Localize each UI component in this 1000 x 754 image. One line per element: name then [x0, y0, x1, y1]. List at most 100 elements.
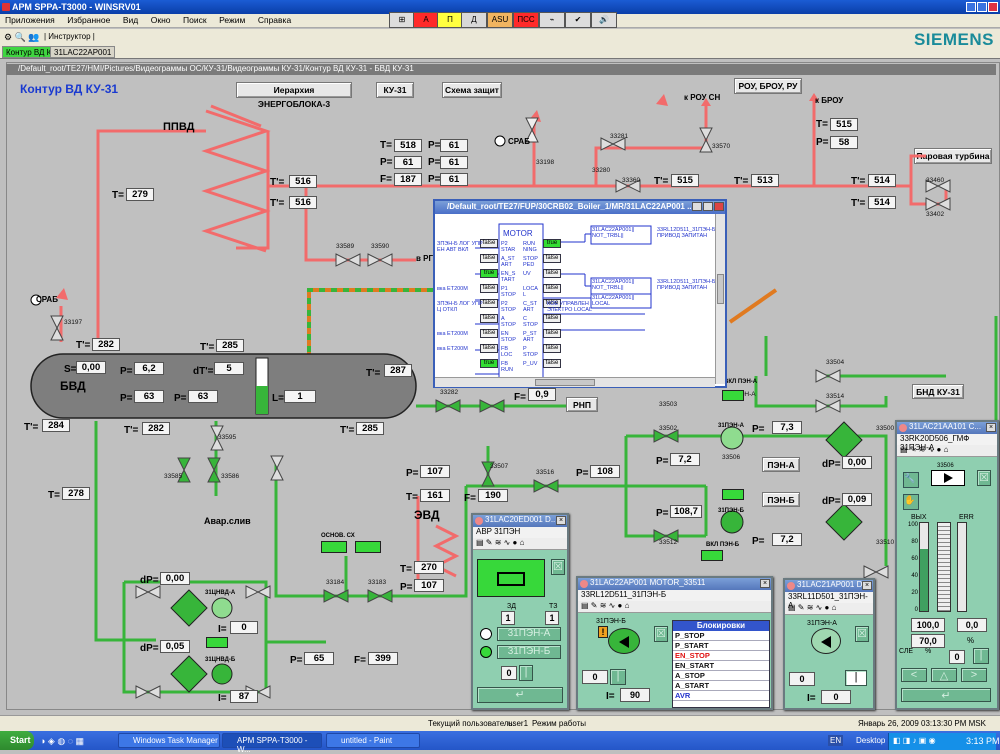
valve-enter-button[interactable]: ↵: [901, 688, 991, 702]
ku31-button[interactable]: КУ-31: [376, 82, 414, 98]
task-paint[interactable]: untitled - Paint: [326, 733, 420, 748]
avr-counter-button[interactable]: |: [519, 665, 533, 681]
tsnvd-b-status-button[interactable]: [206, 637, 228, 648]
language-indicator[interactable]: EN: [828, 735, 844, 746]
motor-stop-value[interactable]: 0: [582, 670, 608, 684]
cfc-window[interactable]: /Default_root/TE27/FUP/30CRB02_Boiler_1/…: [433, 199, 727, 388]
vkl-pen-b-button[interactable]: [701, 550, 723, 561]
link-icon[interactable]: ⌁: [539, 12, 565, 28]
cfc-value-right-5[interactable]: false: [543, 314, 561, 323]
motor2-close-icon[interactable]: ×: [862, 581, 872, 590]
cfc-vscrollbar[interactable]: [715, 214, 725, 384]
tab-31lac22ap001[interactable]: 31LAC22AP001: [50, 46, 116, 58]
cfc-value-left-0[interactable]: false: [480, 239, 498, 248]
motor-close-icon[interactable]: ×: [760, 579, 770, 588]
valve-close-left-button[interactable]: <: [901, 668, 927, 682]
valve-tool-icons[interactable]: ▤ ✎ ≋ ∿ ● ⌂: [900, 445, 949, 454]
desktop-toolbar[interactable]: Desktop: [856, 736, 886, 745]
avr-counter[interactable]: 0: [501, 666, 517, 680]
valve-faceplate[interactable]: 31LAC21AA101 C...× 33RK20D506_ГМФ 31ПЭН-…: [895, 420, 999, 710]
alarm-asu-button[interactable]: ASU: [487, 12, 513, 28]
pen-a-status-button[interactable]: [722, 390, 744, 401]
avr-tz-value[interactable]: 1: [545, 611, 559, 625]
menu-mode[interactable]: Режим: [219, 15, 246, 25]
motor2-stop-button[interactable]: |: [845, 670, 867, 686]
valve-hand-icon[interactable]: ✋: [903, 494, 919, 510]
cfc-value-right-7[interactable]: false: [543, 344, 561, 353]
valve-step-button[interactable]: |: [973, 648, 989, 664]
menu-help[interactable]: Справка: [257, 15, 292, 25]
cfc-titlebar[interactable]: /Default_root/TE27/FUP/30CRB02_Boiler_1/…: [435, 201, 725, 214]
cfc-value-left-2[interactable]: true: [480, 269, 498, 278]
motor2-faceplate[interactable]: 31LAC21AP001 D...× 33RL11D501_31ПЭН-А ▤ …: [783, 578, 875, 710]
valve-wrench-icon[interactable]: 🔧: [903, 472, 919, 488]
menu-window[interactable]: Окно: [150, 15, 171, 25]
cfc-value-right-1[interactable]: false: [543, 254, 561, 263]
system-overview-icon[interactable]: ⊞: [389, 12, 415, 28]
valve-reset-button[interactable]: ☒: [977, 470, 991, 486]
rou-brou-button[interactable]: РОУ, БРОУ, РУ: [734, 78, 802, 94]
menu-search[interactable]: Поиск: [183, 15, 207, 25]
toolbar-tools-icon[interactable]: ⚙ 🔍 👥: [4, 32, 40, 42]
cfc-hscrollbar[interactable]: [435, 377, 715, 387]
protection-scheme-button[interactable]: Схема защит: [442, 82, 502, 98]
task-taskmgr[interactable]: Windows Task Manager: [118, 733, 220, 748]
cfc-maximize-icon[interactable]: [703, 202, 713, 211]
avr-reset-button[interactable]: ☒: [551, 559, 565, 575]
rnp-button[interactable]: РНП: [566, 397, 598, 412]
cfc-value-right-4[interactable]: false: [543, 299, 561, 308]
motor2-reset-button[interactable]: ☒: [855, 626, 869, 642]
avr-faceplate[interactable]: 31LAC20ED001 D...× ABP 31ПЭН ▤ ✎ ≋ ∿ ● ⌂…: [471, 513, 569, 710]
motor-stop-button[interactable]: |: [610, 669, 626, 685]
motor-reset-button[interactable]: ☒: [654, 626, 668, 642]
pump-select-b-button[interactable]: [355, 541, 381, 553]
cfc-value-right-8[interactable]: false: [543, 359, 561, 368]
cfc-value-right-0[interactable]: true: [543, 239, 561, 248]
cfc-value-left-4[interactable]: false: [480, 299, 498, 308]
valve-open-right-button[interactable]: >: [961, 668, 987, 682]
valve-setpoint-value[interactable]: 70,0: [911, 634, 945, 648]
valve-setpoint-slider[interactable]: [937, 522, 951, 612]
cfc-value-left-6[interactable]: false: [480, 329, 498, 338]
pen-a-nav-button[interactable]: ПЭН-А: [762, 457, 800, 472]
cfc-value-right-6[interactable]: false: [543, 329, 561, 338]
cfc-value-left-3[interactable]: false: [480, 284, 498, 293]
start-button[interactable]: Start: [0, 731, 34, 750]
cfc-value-left-1[interactable]: false: [480, 254, 498, 263]
avr-pen-b-button[interactable]: 31ПЭН-Б: [497, 645, 561, 659]
pen-b-status-button[interactable]: [722, 489, 744, 500]
energo-hierarchy-button[interactable]: Иерархия ЭНЕРГОБЛОКА-3: [236, 82, 352, 109]
motor-faceplate[interactable]: 31LAC22AP001 MOTOR_33511× 33RL12D511_31П…: [576, 576, 773, 710]
avr-enter-button[interactable]: ↵: [477, 687, 563, 703]
avr-close-icon[interactable]: ×: [556, 516, 566, 525]
pump-select-a-button[interactable]: [321, 541, 347, 553]
pen-b-nav-button[interactable]: ПЭН-Б: [762, 492, 800, 507]
motor-tool-icons[interactable]: ▤ ✎ ≋ ∿ ● ⌂: [581, 601, 630, 610]
cfc-minimize-icon[interactable]: [692, 202, 702, 211]
alarm-a-button[interactable]: А: [413, 12, 439, 28]
speaker-icon[interactable]: 🔊: [591, 12, 617, 28]
cfc-value-right-3[interactable]: false: [543, 284, 561, 293]
menu-apps[interactable]: Приложения: [5, 15, 55, 25]
alarm-pss-button[interactable]: ПСС: [513, 12, 539, 28]
avr-tool-icons[interactable]: ▤ ✎ ≋ ∿ ● ⌂: [476, 538, 525, 547]
valve-close-icon[interactable]: ×: [986, 423, 996, 432]
steam-turbine-button[interactable]: Паровая турбина: [914, 148, 992, 164]
tray-icons[interactable]: ◧ ◨ ♪ ▣ ◉: [893, 736, 936, 745]
maximize-icon[interactable]: [977, 2, 987, 12]
quicklaunch-icons[interactable]: ◑ ◈ ◍ ◌ ▦: [40, 736, 85, 746]
cfc-value-left-8[interactable]: true: [480, 359, 498, 368]
valve-counter[interactable]: 0: [949, 650, 965, 664]
avr-pen-a-button[interactable]: 31ПЭН-А: [497, 627, 561, 641]
menu-favorites[interactable]: Избранное: [67, 15, 111, 25]
cfc-close-icon[interactable]: [714, 202, 724, 211]
cfc-value-left-5[interactable]: false: [480, 314, 498, 323]
alarm-d-button[interactable]: Д: [461, 12, 487, 28]
bnd-button[interactable]: БНД КУ-31: [912, 384, 964, 399]
checklist-icon[interactable]: ✔: [565, 12, 591, 28]
motor2-tool-icons[interactable]: ▤ ✎ ≋ ∿ ● ⌂: [788, 603, 837, 612]
menu-view[interactable]: Вид: [122, 15, 139, 25]
avr-zd-value[interactable]: 1: [501, 611, 515, 625]
instructor-label[interactable]: | Инструктор |: [44, 32, 95, 41]
cfc-value-right-2[interactable]: false: [543, 269, 561, 278]
